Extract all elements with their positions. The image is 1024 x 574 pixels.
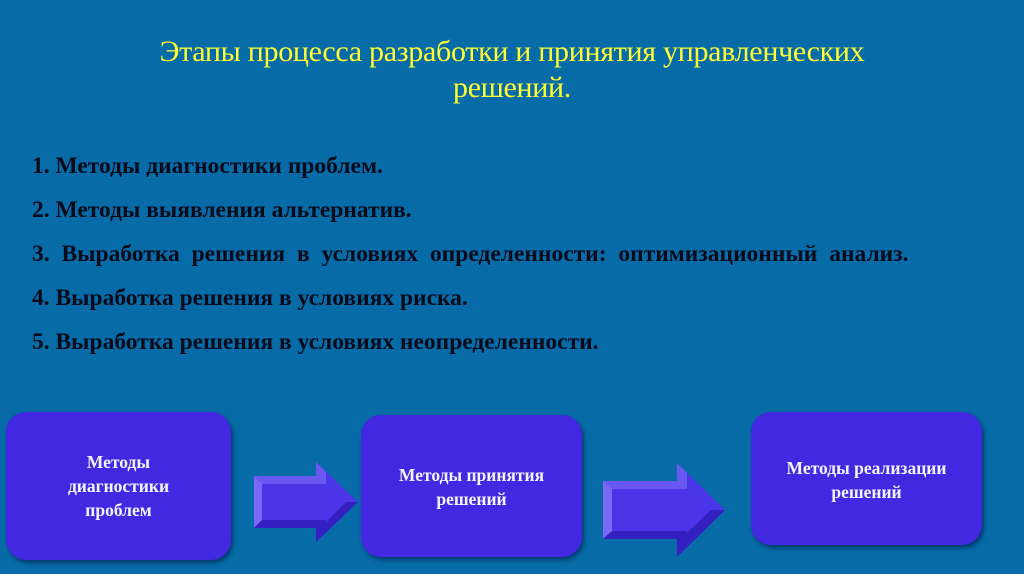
slide-title-line-2: решений.: [453, 71, 571, 104]
flow-box-line: проблем: [85, 500, 152, 520]
list-item: 5. Выработка решения в условиях неопреде…: [32, 329, 599, 355]
flow-box-line: Методы принятия: [398, 465, 545, 485]
list-item: 2. Методы выявления альтернатив.: [32, 197, 412, 223]
list-item: 1. Методы диагностики проблем.: [32, 153, 383, 179]
right-arrow-icon: [254, 462, 358, 542]
flow-box-diagnostics: Методы диагностики проблем: [6, 412, 231, 560]
stages-list: 1. Методы диагностики проблем. 2. Методы…: [32, 150, 998, 370]
flow-box-implementation: Методы реализации решений: [751, 412, 982, 545]
list-item: 3. Выработка решения в условиях определе…: [32, 241, 909, 267]
flow-box-line: решений: [831, 482, 902, 502]
slide-title-line-1: Этапы процесса разработки и принятия упр…: [159, 35, 865, 68]
slide-title: Этапы процесса разработки и принятия упр…: [60, 34, 964, 106]
flow-box-line: диагностики: [67, 476, 170, 496]
flow-box-decision: Методы принятия решений: [361, 415, 582, 557]
right-arrow-icon: [603, 463, 725, 557]
flow-box-line: Методы реализации: [786, 458, 947, 478]
flow-box-line: Методы: [86, 452, 151, 472]
flow-box-line: решений: [436, 489, 507, 509]
list-item: 4. Выработка решения в условиях риска.: [32, 285, 468, 311]
